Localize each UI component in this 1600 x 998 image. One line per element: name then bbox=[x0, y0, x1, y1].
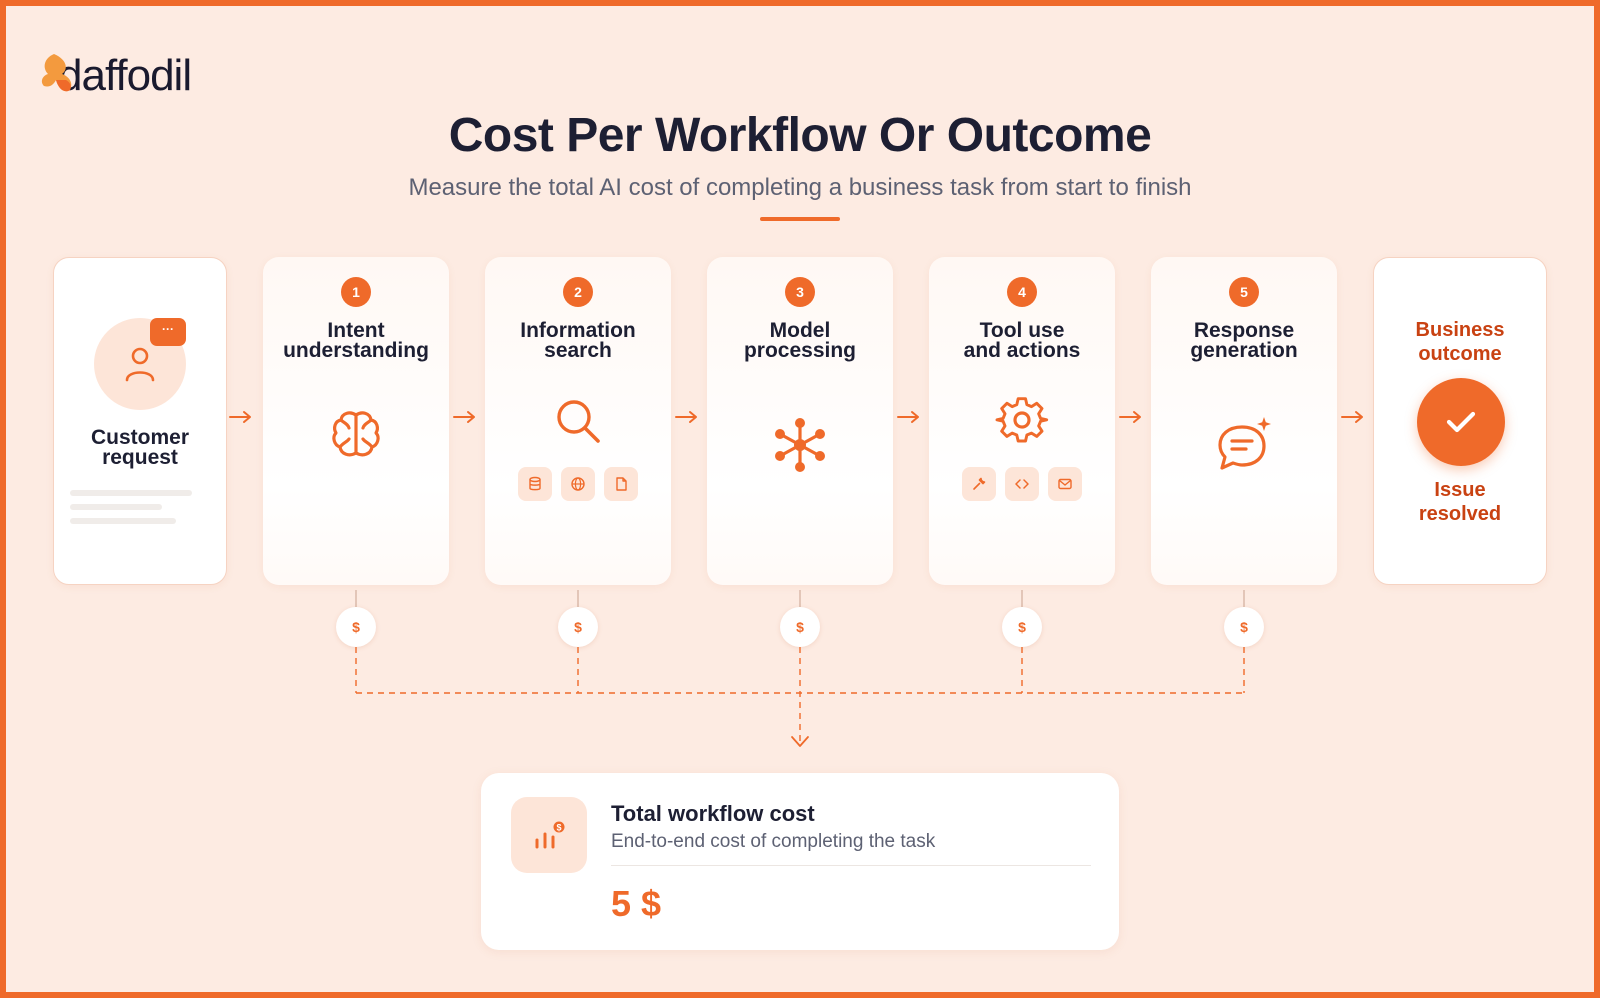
step-title: Tool use and actions bbox=[929, 319, 1115, 362]
outcome-result: Issue resolved bbox=[1374, 478, 1546, 526]
arrow-right-icon bbox=[897, 411, 919, 423]
total-cost-divider bbox=[611, 865, 1091, 866]
step-title: Model processing bbox=[707, 319, 893, 362]
step-title-line2: processing bbox=[743, 339, 857, 362]
customer-request-card: ··· Customer request bbox=[53, 257, 227, 585]
bar-chart-dollar-icon: $ bbox=[511, 797, 587, 873]
chat-sparkle-icon bbox=[1218, 417, 1271, 470]
total-cost-title: Total workflow cost bbox=[611, 801, 815, 826]
globe-icon bbox=[561, 467, 595, 501]
customer-title-line1: Customer bbox=[90, 426, 190, 449]
cost-coin-step1: $ bbox=[336, 607, 376, 647]
step-number-badge: 4 bbox=[1007, 277, 1037, 307]
step-title-line1: Information bbox=[520, 319, 636, 342]
step-card-information-search: 2 Information search bbox=[485, 257, 671, 585]
arrow-right-icon bbox=[1119, 411, 1141, 423]
gear-icon bbox=[995, 397, 1049, 443]
outcome-result-line1: Issue bbox=[1434, 479, 1486, 501]
daffodil-petal-icon bbox=[41, 54, 72, 92]
source-icons-row bbox=[485, 467, 671, 501]
user-icon bbox=[125, 347, 155, 382]
step-card-intent: 1 Intent understanding bbox=[263, 257, 449, 585]
page-subtitle: Measure the total AI cost of completing … bbox=[408, 174, 1192, 201]
outcome-title: Business outcome bbox=[1374, 318, 1546, 366]
step-title-line2: generation bbox=[1190, 339, 1298, 362]
customer-title-line2: request bbox=[102, 446, 178, 469]
database-icon bbox=[518, 467, 552, 501]
step-title-line1: Tool use bbox=[979, 319, 1065, 342]
step-title-line1: Intent bbox=[327, 319, 385, 342]
arrow-right-icon bbox=[453, 411, 475, 423]
step-number-badge: 1 bbox=[341, 277, 371, 307]
step-number-badge: 2 bbox=[563, 277, 593, 307]
step-card-model-processing: 3 Model processing bbox=[707, 257, 893, 585]
step-card-tool-use: 4 Tool use and actions bbox=[929, 257, 1115, 585]
cost-coin-step2: $ bbox=[558, 607, 598, 647]
step-title-line2: understanding bbox=[283, 339, 429, 362]
tool-icons-row bbox=[929, 467, 1115, 501]
search-icon bbox=[557, 400, 600, 443]
svg-text:$: $ bbox=[556, 823, 561, 833]
arrow-right-icon bbox=[1341, 411, 1363, 423]
daffodil-logo: daffodil bbox=[40, 46, 192, 106]
cost-coin-step3: $ bbox=[780, 607, 820, 647]
logo-text: daffodil bbox=[58, 51, 192, 100]
code-icon bbox=[1005, 467, 1039, 501]
total-cost-value: 5 $ bbox=[611, 883, 662, 924]
step-title: Intent understanding bbox=[263, 319, 449, 362]
step-title-line1: Response bbox=[1193, 319, 1295, 342]
mail-icon bbox=[1048, 467, 1082, 501]
outcome-result-line2: resolved bbox=[1418, 503, 1502, 525]
check-icon bbox=[1417, 378, 1505, 466]
step-title-line2: and actions bbox=[963, 339, 1081, 362]
title-underline bbox=[760, 217, 840, 221]
outcome-title-line2: outcome bbox=[1418, 343, 1502, 365]
step-title-line1: Model bbox=[769, 319, 831, 342]
arrow-right-icon bbox=[675, 411, 697, 423]
cost-coin-step4: $ bbox=[1002, 607, 1042, 647]
step-title-line2: search bbox=[544, 339, 612, 362]
network-icon bbox=[775, 418, 825, 472]
step-title: Information search bbox=[485, 319, 671, 362]
placeholder-line bbox=[70, 490, 192, 496]
total-cost-subtitle: End-to-end cost of completing the task bbox=[611, 831, 936, 852]
outcome-title-line1: Business bbox=[1415, 319, 1505, 341]
step-number-badge: 5 bbox=[1229, 277, 1259, 307]
step-number-badge: 3 bbox=[785, 277, 815, 307]
customer-request-title: Customer request bbox=[54, 426, 226, 469]
placeholder-line bbox=[70, 504, 162, 510]
business-outcome-card: Business outcome Issue resolved bbox=[1373, 257, 1547, 585]
cost-coin-step5: $ bbox=[1224, 607, 1264, 647]
chat-bubble-icon: ··· bbox=[150, 318, 186, 346]
placeholder-line bbox=[70, 518, 176, 524]
step-title: Response generation bbox=[1151, 319, 1337, 362]
wrench-icon bbox=[962, 467, 996, 501]
brain-icon bbox=[332, 411, 380, 457]
page-title: Cost Per Workflow Or Outcome bbox=[448, 109, 1152, 162]
total-cost-card: $ Total workflow cost End-to-end cost of… bbox=[481, 773, 1119, 950]
step-card-response-generation: 5 Response generation bbox=[1151, 257, 1337, 585]
arrow-right-icon bbox=[229, 411, 251, 423]
document-icon bbox=[604, 467, 638, 501]
